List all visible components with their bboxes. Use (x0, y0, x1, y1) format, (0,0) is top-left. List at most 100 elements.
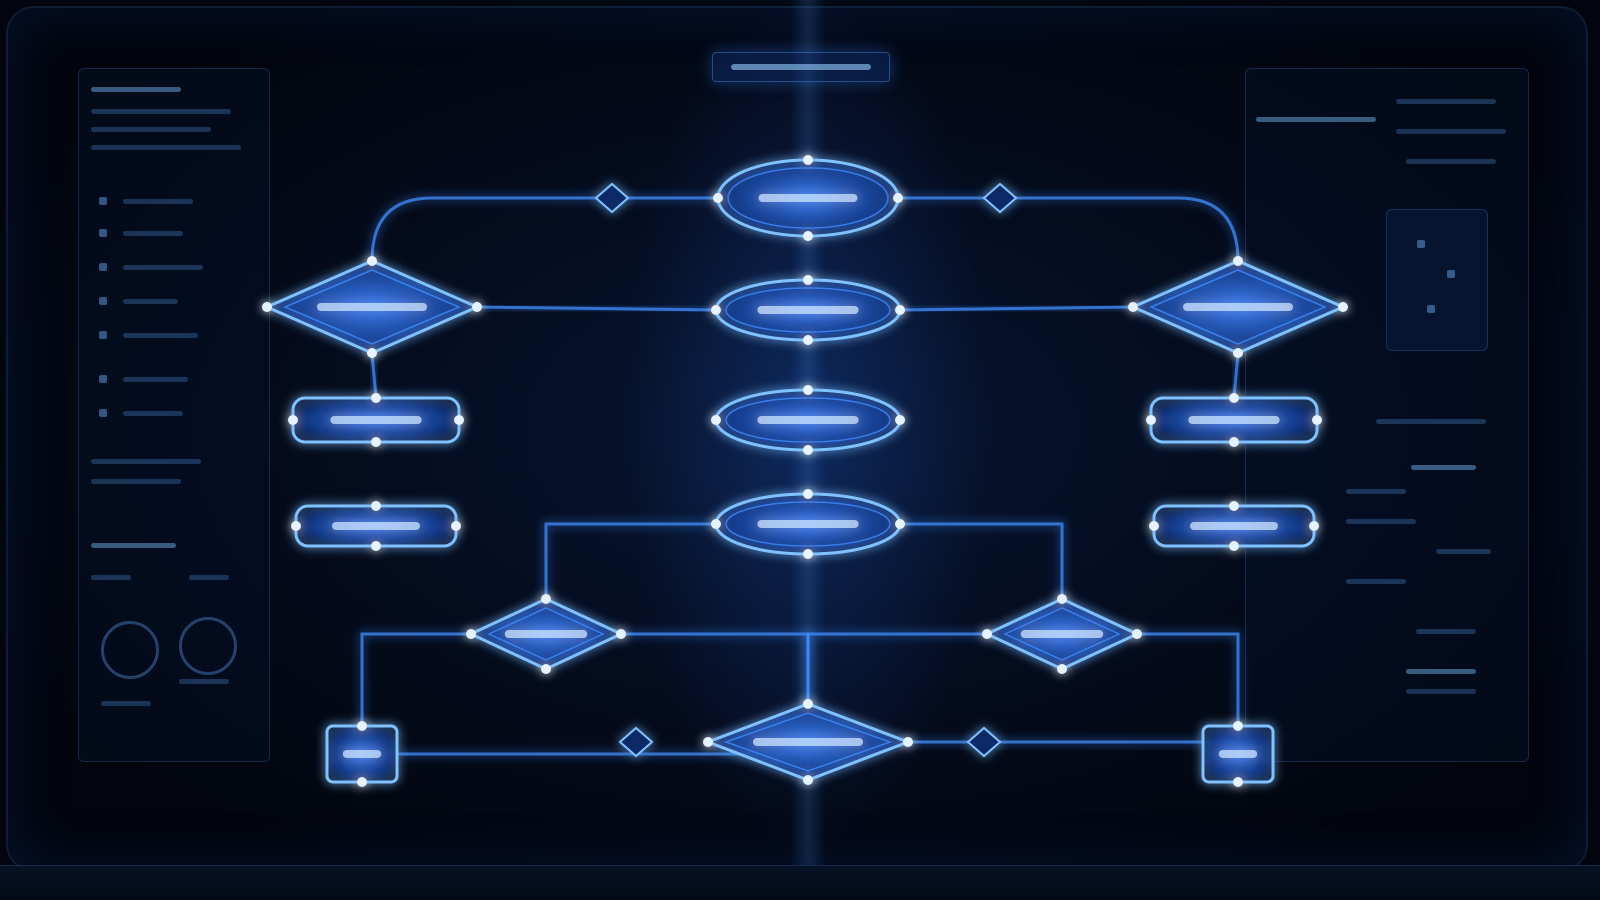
flow-node-rounded-rect[interactable] (291, 501, 461, 551)
connection-port (371, 437, 381, 447)
connection-port (803, 275, 813, 285)
connection-port (1233, 777, 1243, 787)
panel-text-line (1396, 129, 1506, 134)
connection-port (803, 549, 813, 559)
flow-node-diamond[interactable] (982, 594, 1142, 674)
connector-line (900, 522, 1064, 599)
flow-node-diamond[interactable] (262, 256, 482, 358)
flow-node-diamond[interactable] (1128, 256, 1348, 358)
panel-text-line (123, 333, 198, 338)
connection-port (616, 629, 626, 639)
panel-text-line (91, 479, 181, 484)
chart-marker-icon (1417, 240, 1425, 248)
panel-text-line (1346, 489, 1406, 494)
connection-port (357, 721, 367, 731)
mini-chart-panel (1386, 209, 1488, 351)
connection-port (711, 305, 721, 315)
panel-text-line (179, 679, 229, 684)
connector-line (360, 632, 471, 726)
panel-text-line (189, 575, 229, 580)
connection-port (541, 594, 551, 604)
connector-line (908, 726, 1240, 744)
bottom-bezel-bar (0, 865, 1600, 900)
connection-port (451, 521, 461, 531)
node-label-glyphs (757, 416, 859, 424)
connection-port (1229, 437, 1239, 447)
connection-port (711, 415, 721, 425)
connection-port (1149, 521, 1159, 531)
connection-port (1146, 415, 1156, 425)
connector-line (898, 196, 1240, 262)
node-label-glyphs (1218, 750, 1258, 758)
panel-text-line (1376, 419, 1486, 424)
flow-node-square[interactable] (325, 721, 399, 787)
node-label-glyphs (1020, 630, 1104, 638)
connector-line (621, 632, 810, 704)
connection-port (903, 737, 913, 747)
panel-text-line (123, 299, 178, 304)
flow-node-ellipse[interactable] (711, 489, 905, 559)
panel-text-line (91, 109, 231, 114)
connection-port (1057, 664, 1067, 674)
panel-heading (1256, 117, 1376, 122)
panel-heading (91, 87, 181, 92)
connection-port (803, 335, 813, 345)
node-label-glyphs (1190, 522, 1278, 530)
connection-port (893, 193, 903, 203)
panel-text-line (91, 145, 241, 150)
flow-node-diamond[interactable] (703, 699, 913, 785)
node-label-glyphs (504, 630, 588, 638)
panel-text-line (1406, 159, 1496, 164)
flow-node-square[interactable] (1201, 721, 1275, 787)
connection-port (895, 519, 905, 529)
connection-port (711, 519, 721, 529)
connection-port (367, 256, 377, 266)
flow-node-diamond[interactable] (466, 594, 626, 674)
diagram-title-glyphs (731, 64, 871, 70)
flow-node-rounded-rect[interactable] (1146, 393, 1322, 447)
left-info-panel (78, 68, 270, 762)
connection-port (357, 777, 367, 787)
list-bullet (99, 331, 107, 339)
node-label-glyphs (1188, 416, 1280, 424)
connector-line (370, 196, 718, 262)
panel-text-line (91, 459, 201, 464)
node-label-glyphs (758, 194, 858, 202)
connection-port (713, 193, 723, 203)
list-bullet (99, 297, 107, 305)
flow-node-ellipse[interactable] (711, 385, 905, 455)
connector-line (370, 352, 378, 399)
connection-port (895, 415, 905, 425)
connector-line (544, 522, 716, 599)
junction-marker (594, 182, 630, 214)
panel-text-line (1396, 99, 1496, 104)
gauge-icon (179, 617, 237, 675)
connector-line (476, 305, 717, 312)
connection-port (472, 302, 482, 312)
connection-port (1233, 721, 1243, 731)
chart-marker-icon (1427, 305, 1435, 313)
panel-text-line (1346, 519, 1416, 524)
connection-port (803, 231, 813, 241)
list-bullet (99, 409, 107, 417)
panel-text-line (123, 265, 203, 270)
list-bullet (99, 229, 107, 237)
flow-node-ellipse[interactable] (711, 275, 905, 345)
connection-port (803, 489, 813, 499)
panel-text-line (123, 377, 188, 382)
panel-text-line (91, 575, 131, 580)
flow-node-rounded-rect[interactable] (1149, 501, 1319, 551)
connection-port (1312, 415, 1322, 425)
list-bullet (99, 197, 107, 205)
flow-node-ellipse[interactable] (713, 155, 903, 241)
junction-marker (966, 726, 1002, 758)
connection-port (803, 155, 813, 165)
flow-node-rounded-rect[interactable] (288, 393, 464, 447)
node-label-glyphs (332, 522, 420, 530)
panel-text-line (101, 701, 151, 706)
connection-port (982, 629, 992, 639)
panel-text-line (123, 411, 183, 416)
connection-port (1309, 521, 1319, 531)
panel-heading (1411, 465, 1476, 470)
